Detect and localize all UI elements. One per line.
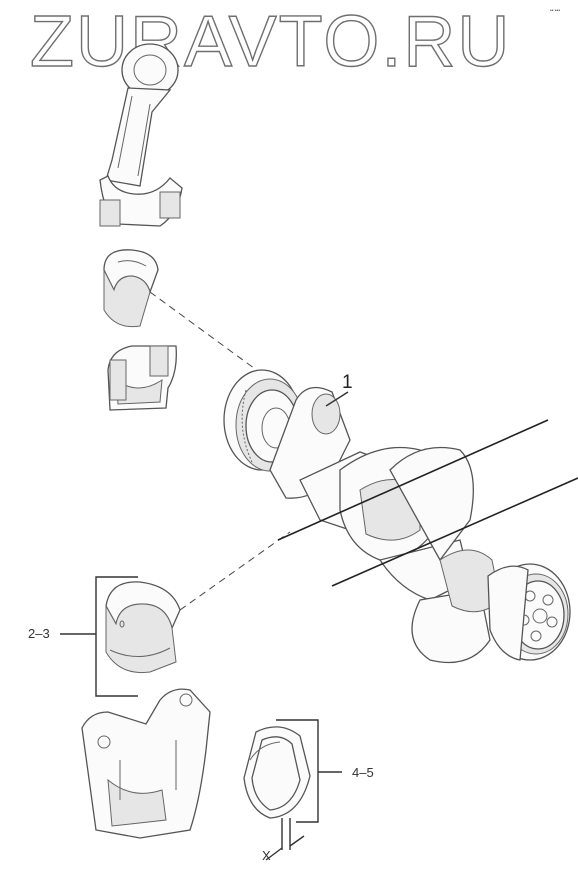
main-bearing-shells	[105, 581, 181, 674]
leader-crankshaft	[325, 391, 349, 407]
alignment-line-main	[179, 531, 291, 611]
crankshaft	[223, 369, 571, 664]
bracket-main-bearings	[95, 576, 138, 697]
main-bearing-cap	[81, 688, 211, 839]
dimension-x: X	[262, 818, 305, 863]
crankshaft-axis-upper	[277, 419, 549, 541]
callout-main-bearings: 2–3	[28, 626, 50, 641]
rod-bearing-upper	[103, 249, 159, 328]
callout-thrust-washers: 4–5	[352, 765, 374, 780]
corner-mark: •• •••	[550, 8, 560, 14]
crankshaft-axis-lower	[331, 477, 578, 587]
callout-crankshaft: 1	[342, 372, 353, 393]
thrust-washers	[243, 726, 311, 819]
watermark-text: ZURAVTO.RU	[30, 2, 511, 82]
bracket-thrust-washers	[276, 719, 319, 823]
connecting-rod	[99, 43, 183, 227]
dimension-label: X	[262, 848, 271, 863]
rod-cap	[107, 345, 177, 411]
